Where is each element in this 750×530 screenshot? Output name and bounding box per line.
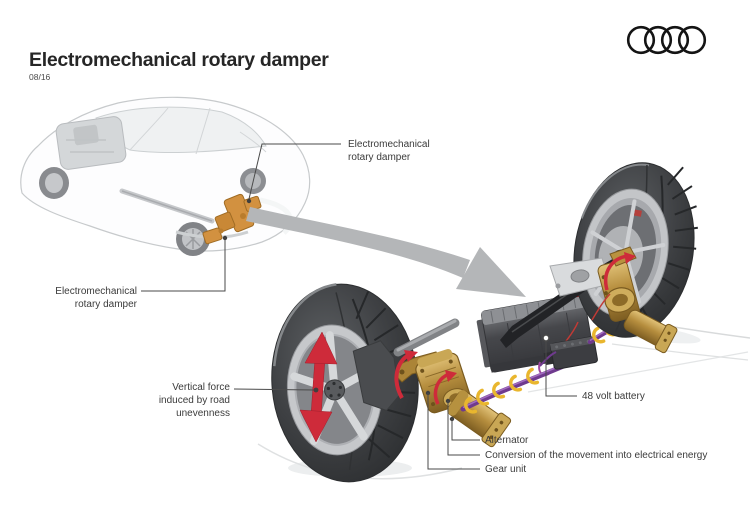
- brake-caliper: [633, 209, 642, 217]
- lug-nuts: [326, 381, 342, 398]
- label-48-volt-battery: 48 volt battery: [582, 391, 645, 402]
- callout-battery: 48 volt battery: [542, 334, 645, 402]
- callout-gear-unit: Gear unit: [425, 390, 526, 475]
- car-engine: [55, 116, 127, 170]
- ghost-car-illustration: [20, 96, 311, 256]
- car-pillar-lines: [129, 107, 267, 155]
- vertical-force-arrow: [299, 331, 338, 443]
- control-module: [543, 336, 598, 370]
- car-rear-axle-orange-parts: [202, 193, 262, 245]
- rotation-arrow-left: [394, 350, 418, 399]
- rotation-arrow-coupling: [433, 370, 457, 405]
- car-front-wheel-rim: [45, 173, 63, 193]
- page-title: Electromechanical rotary damper: [29, 49, 329, 71]
- label-alternator: Alternator: [485, 435, 529, 446]
- rotary-damper: [591, 246, 678, 354]
- label-damper-top-1: Electromechanical: [348, 139, 430, 150]
- audi-rings-icon: [626, 25, 707, 55]
- label-vertical-force-1: Vertical force: [172, 382, 230, 393]
- callout-vertical-force: Vertical force induced by road unevennes…: [159, 382, 319, 419]
- red-wire: [591, 293, 611, 321]
- header: Electromechanical rotary damper 08/16: [29, 25, 707, 82]
- callout-alternator: Alternator: [449, 416, 529, 446]
- rim-spokes: [590, 199, 666, 304]
- alternator: [447, 390, 512, 448]
- left-wheel: [271, 283, 419, 483]
- date-code: 08/16: [29, 72, 51, 82]
- mount-bracket: [549, 257, 611, 297]
- label-damper-left-1: Electromechanical: [55, 286, 137, 297]
- car-driveshaft-line: [121, 190, 213, 222]
- label-vertical-force-2: induced by road: [159, 395, 230, 406]
- label-damper-top-2: rotary damper: [348, 152, 411, 163]
- label-damper-left-2: rotary damper: [75, 299, 138, 310]
- label-conversion: Conversion of the movement into electric…: [485, 450, 707, 461]
- rotation-arrow-damper: [604, 252, 636, 291]
- callout-damper-left: Electromechanical rotary damper: [55, 235, 228, 310]
- label-vertical-force-3: unevenness: [176, 408, 230, 419]
- callout-damper-top: Electromechanical rotary damper: [246, 139, 430, 204]
- axle-shaft: [393, 318, 460, 357]
- label-gear-unit: Gear unit: [485, 464, 526, 475]
- callout-conversion: Conversion of the movement into electric…: [445, 398, 707, 461]
- axle-shaft-highlight: [396, 319, 457, 352]
- detail-zoom-arrow-icon: [246, 207, 526, 297]
- damper-cylinder: [623, 309, 678, 354]
